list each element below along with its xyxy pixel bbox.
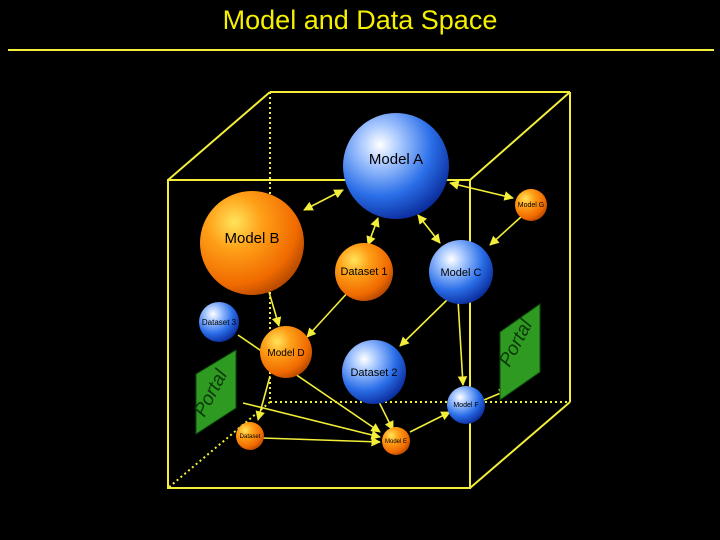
sphere-model-a: Model A xyxy=(343,113,449,219)
label-model-d: Model D xyxy=(267,348,304,359)
portal-right: Portal xyxy=(495,303,541,401)
sphere-dataset-4: Dataset xyxy=(236,422,264,450)
relationship-arrows xyxy=(237,180,523,447)
arrow-dataset-2-model-e xyxy=(377,399,394,431)
sphere-model-f: Model F xyxy=(447,386,485,424)
sphere-model-b: Model B xyxy=(200,191,304,295)
arrow-model-b-model-d xyxy=(268,291,282,327)
arrow-model-c-model-f xyxy=(457,299,468,386)
sphere-dataset-2: Dataset 2 xyxy=(342,340,406,404)
arrow-model-g-model-c xyxy=(489,215,523,246)
sphere-model-d: Model D xyxy=(260,326,312,378)
arrow-portal-model-e xyxy=(242,402,381,440)
arrow-model-e-model-f xyxy=(409,411,451,433)
arrow-model-c-dataset-2 xyxy=(399,299,448,347)
label-dataset-3: Dataset 3 xyxy=(202,318,237,327)
label-model-f: Model F xyxy=(453,402,478,409)
cube-top-left-diagonal-edge xyxy=(167,91,271,181)
label-dataset-1: Dataset 1 xyxy=(340,266,387,278)
arrow-model-a-model-g xyxy=(449,180,514,201)
sphere-model-g: Model G xyxy=(515,189,547,221)
cube-bottom-diagonal-edge xyxy=(167,401,271,489)
label-model-a: Model A xyxy=(369,151,423,168)
sphere-model-c: Model C xyxy=(429,240,493,304)
sphere-model-e: Model E xyxy=(382,427,410,455)
label-model-c: Model C xyxy=(441,267,482,279)
arrow-model-d-dataset-4 xyxy=(255,375,271,421)
label-dataset-2: Dataset 2 xyxy=(350,367,397,379)
portal-left: Portal xyxy=(190,349,237,435)
label-dataset-4: Dataset xyxy=(240,434,261,440)
sphere-dataset-1: Dataset 1 xyxy=(335,243,393,301)
label-model-b: Model B xyxy=(224,230,279,247)
label-model-e: Model E xyxy=(385,439,407,445)
arrow-model-a-model-c xyxy=(417,214,441,244)
arrow-dataset-1-model-d xyxy=(306,289,351,338)
arrow-model-a-dataset-1 xyxy=(366,217,380,246)
cube-front-face xyxy=(167,179,471,489)
title-underline xyxy=(8,49,714,51)
arrow-dataset-4-model-e xyxy=(261,436,381,447)
label-model-g: Model G xyxy=(518,202,544,209)
sphere-dataset-3: Dataset 3 xyxy=(199,302,239,342)
arrow-model-a-model-b xyxy=(303,189,344,211)
slide-title: Model and Data Space xyxy=(222,5,498,35)
cube-bottom-right-diagonal-edge xyxy=(469,401,571,489)
cube-visible-edges xyxy=(167,91,571,489)
cube-top-right-diagonal-edge xyxy=(469,91,571,181)
